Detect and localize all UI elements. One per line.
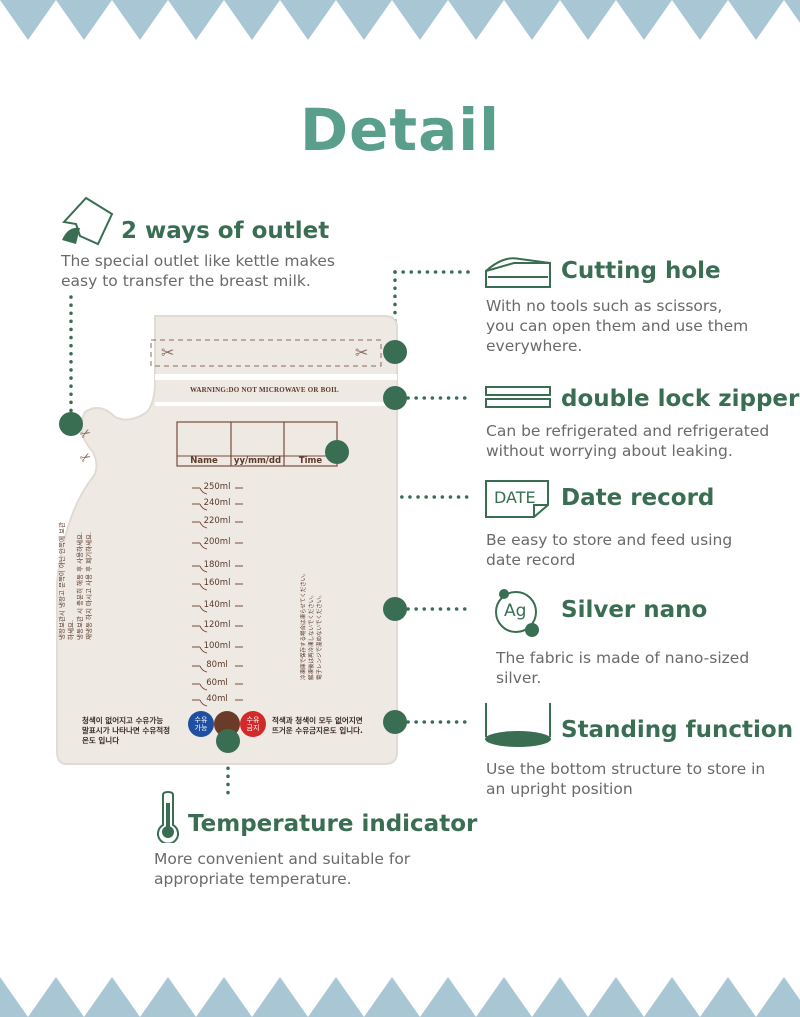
scale-label: 250ml — [203, 482, 231, 492]
col-date: yy/mm/dd — [233, 456, 282, 466]
scale-label: 160ml — [203, 578, 231, 588]
scale-label: 220ml — [203, 516, 231, 526]
scale-curve — [199, 683, 208, 691]
pouch-illustration: ✂ ✂ ✂ ✂ — [56, 315, 398, 765]
temp-note-right: 적색과 청색이 모두 없어지면 뜨거운 수유금지온도 입니다. — [272, 716, 363, 735]
feature-desc-date: Be easy to store and feed using date rec… — [486, 531, 733, 569]
cut-pouch-icon — [485, 257, 551, 288]
feature-desc-silver: The fabric is made of nano-sized silver. — [496, 649, 750, 687]
scale-label: 120ml — [203, 620, 231, 630]
feature-title-standing: Standing function — [561, 717, 794, 743]
scale-label: 100ml — [203, 641, 231, 651]
svg-text:✂: ✂ — [161, 343, 174, 362]
feature-title-date: Date record — [561, 485, 715, 511]
feature-title-outlet: 2 ways of outlet — [121, 218, 330, 244]
feature-desc-cutting: With no tools such as scissors, you can … — [486, 297, 749, 355]
badge-red: 수유 금지 — [240, 711, 266, 737]
standing-base-icon — [485, 703, 551, 747]
scale-label: 180ml — [203, 560, 231, 570]
date-label-icon: DATE — [484, 479, 550, 519]
scale-curve — [199, 583, 208, 591]
ag-icon-text: Ag — [504, 601, 527, 621]
scale-label: 140ml — [203, 600, 231, 610]
scale-curve — [199, 565, 208, 573]
side-text-left: 냉장보관시 냉장고 문쪽이 아닌 안쪽에 보관하세요. 냉동보관 시 충분히 해… — [58, 522, 93, 640]
feature-desc-standing: Use the bottom structure to store in an … — [486, 760, 766, 798]
scale-label: 240ml — [203, 498, 231, 508]
scale-label: 80ml — [206, 660, 228, 670]
scale-curve — [199, 665, 208, 673]
feature-title-temperature: Temperature indicator — [188, 811, 478, 837]
feature-desc-temperature: More convenient and suitable for appropr… — [154, 850, 411, 888]
top-zigzag-border — [0, 0, 800, 40]
bag-warning: WARNING:DO NOT MICROWAVE OR BOIL — [190, 386, 339, 394]
scale-curve — [199, 503, 208, 511]
scale-curve — [199, 699, 208, 707]
feature-title-cutting: Cutting hole — [561, 258, 721, 284]
scale-curve — [199, 625, 208, 633]
scale-curve — [199, 646, 208, 654]
page-title: Detail — [299, 96, 501, 164]
kettle-outlet-icon — [62, 196, 114, 246]
feature-title-zipper: double lock zipper — [561, 386, 800, 412]
feature-desc-zipper: Can be refrigerated and refrigerated wit… — [486, 422, 770, 460]
scale-label: 60ml — [206, 678, 228, 688]
side-text-right: 冷凍庫で保存する場合は凍らせてください。 解凍後は再冷凍しないでください。 電子… — [301, 570, 323, 680]
bottom-zigzag-border — [0, 977, 800, 1017]
col-time: Time — [298, 456, 323, 466]
date-icon-text: DATE — [494, 488, 536, 507]
feature-title-silver: Silver nano — [561, 597, 708, 623]
scale-curve — [199, 605, 208, 613]
badge-blue: 수유 가능 — [188, 711, 214, 737]
scale-label: 200ml — [203, 537, 231, 547]
scale-curve — [199, 542, 208, 550]
temp-note-left: 청색이 없어지고 수유가능 말표시가 나타나면 수유적정 온도 입니다 — [82, 716, 171, 745]
silver-ag-icon: Ag — [490, 588, 542, 640]
feature-desc-outlet: The special outlet like kettle makes eas… — [61, 252, 336, 290]
date-table-header: Name yy/mm/dd Time — [177, 456, 337, 466]
scale-label: 40ml — [206, 694, 228, 704]
thermometer-icon — [157, 791, 179, 843]
scale-curve — [199, 487, 208, 495]
scale-curve — [199, 521, 208, 529]
svg-text:✂: ✂ — [355, 343, 368, 362]
double-lines-icon — [485, 386, 551, 408]
col-name: Name — [190, 456, 218, 466]
badge-brown — [214, 711, 240, 737]
